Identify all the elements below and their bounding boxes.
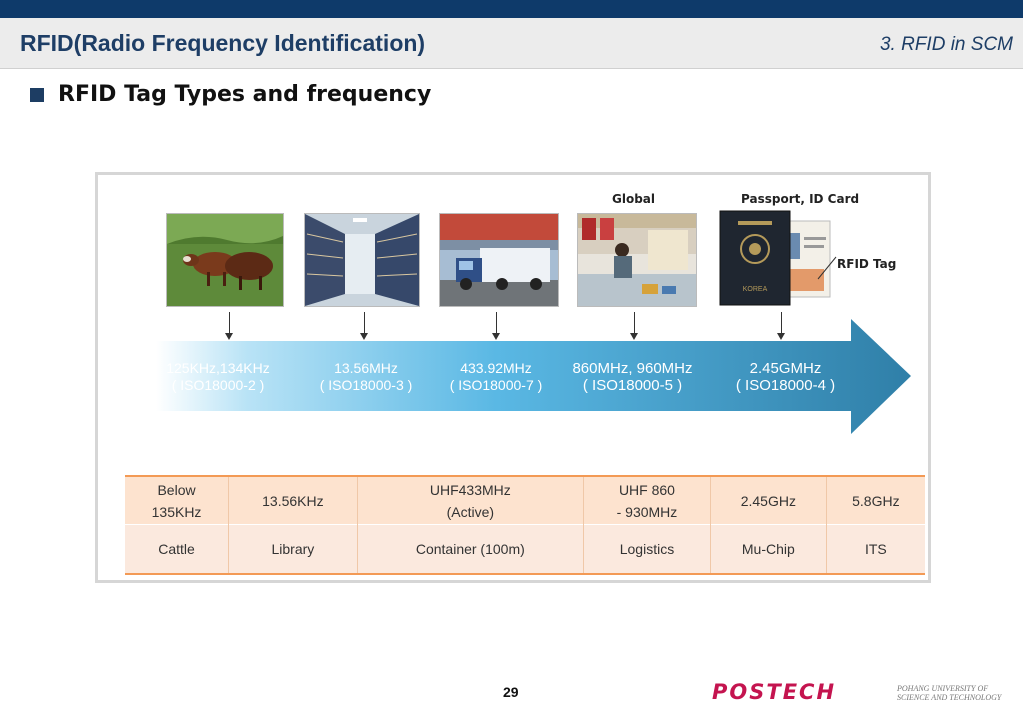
band-iso: ( ISO18000-5 ) [582,377,683,394]
slide-header: RFID(Radio Frequency Identification) 3. … [0,18,1023,69]
table-cell: Mu-Chip [710,524,827,575]
band-freq: 860MHz, 960MHz [572,360,693,377]
table-cell: UHF433MHz(Active) [357,475,584,525]
down-arrow-logistics [630,312,638,340]
table-cell: Logistics [583,524,711,575]
container-truck-image [439,213,559,307]
band-label-lf: 125KHz,134KHz ( ISO18000-2 ) [158,360,278,394]
table-cell: Cattle [125,524,230,575]
subheading: RFID Tag Types and frequency [30,82,431,107]
band-freq: 13.56MHz [334,360,398,376]
retail-store-image [577,213,697,307]
top-bar [0,0,1023,18]
band-freq: 125KHz,134KHz [166,360,270,376]
caption-rfid-tag: RFID Tag [837,257,897,271]
table-cell: 13.56KHz [228,475,358,525]
table-cell: Library [228,524,358,575]
rfid-figure: Global KOREA Passport, ID Card RFID Tag [95,172,931,583]
table-cell: 5.8GHz [826,475,925,525]
caption-passport: Passport, ID Card [741,192,860,206]
down-arrow-cattle [225,312,233,340]
library-image [304,213,420,307]
passport-country-text: KOREA [743,286,768,293]
band-iso: ( ISO18000-4 ) [735,377,836,394]
down-arrow-library [360,312,368,340]
band-iso: ( ISO18000-3 ) [319,377,413,393]
page-number: 29 [503,684,519,700]
frequency-arrow [156,319,911,434]
band-freq: 2.45GMHz [749,360,822,377]
postech-logo: POSTECH [712,680,837,704]
band-freq: 433.92MHz [460,360,532,376]
table-cell: 2.45GHz [710,475,827,525]
square-bullet-icon [30,87,44,102]
slide-title: RFID(Radio Frequency Identification) [20,30,426,56]
band-iso: ( ISO18000-7 ) [449,377,543,393]
table-cell: Container (100m) [357,524,584,575]
table-cell: ITS [826,524,925,575]
subheading-text: RFID Tag Types and frequency [58,82,432,107]
passport-id-card-image: KOREA [718,209,840,309]
table-cell: UHF 860- 930MHz [583,475,711,525]
down-arrow-container [492,312,500,340]
down-arrow-passport [777,312,785,340]
band-label-uhf860: 860MHz, 960MHz ( ISO18000-5 ) [560,360,705,394]
section-label: 3. RFID in SCM [879,34,1013,55]
cattle-image [166,213,284,307]
band-label-hf: 13.56MHz ( ISO18000-3 ) [306,360,426,394]
band-label-uhf433: 433.92MHz ( ISO18000-7 ) [436,360,556,394]
band-iso: ( ISO18000-2 ) [171,377,265,393]
university-name: POHANG UNIVERSITY OF SCIENCE AND TECHNOL… [897,684,1002,702]
caption-global: Global [612,192,656,206]
band-label-microwave: 2.45GMHz ( ISO18000-4 ) [718,360,853,394]
table-row-application: Cattle Library Container (100m) Logistic… [125,524,925,575]
